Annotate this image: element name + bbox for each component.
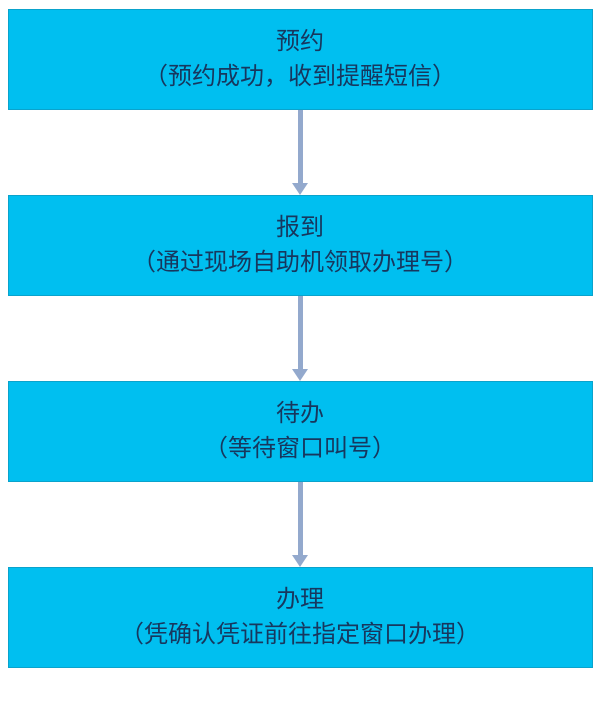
step-subtitle: （凭确认凭证前往指定窗口办理） (120, 621, 480, 648)
step-box-checkin: 报到 （通过现场自助机领取办理号） (7, 195, 593, 296)
step-title: 待办 (276, 400, 324, 427)
step-box-appointment: 预约 （预约成功，收到提醒短信） (7, 9, 593, 110)
arrow-down-icon (292, 296, 308, 381)
arrow-head (292, 555, 308, 567)
arrow-stem (297, 482, 303, 555)
step-box-processing: 办理 （凭确认凭证前往指定窗口办理） (7, 567, 593, 668)
arrow-down-icon (292, 110, 308, 195)
step-title: 报到 (276, 214, 324, 241)
step-title: 预约 (276, 28, 324, 55)
step-subtitle: （预约成功，收到提醒短信） (144, 63, 456, 90)
step-subtitle: （等待窗口叫号） (204, 435, 396, 462)
step-subtitle: （通过现场自助机领取办理号） (132, 249, 468, 276)
step-box-waiting: 待办 （等待窗口叫号） (7, 381, 593, 482)
arrow-head (292, 369, 308, 381)
arrow-head (292, 183, 308, 195)
arrow-stem (297, 296, 303, 369)
arrow-stem (297, 110, 303, 183)
arrow-down-icon (292, 482, 308, 567)
step-title: 办理 (276, 586, 324, 613)
